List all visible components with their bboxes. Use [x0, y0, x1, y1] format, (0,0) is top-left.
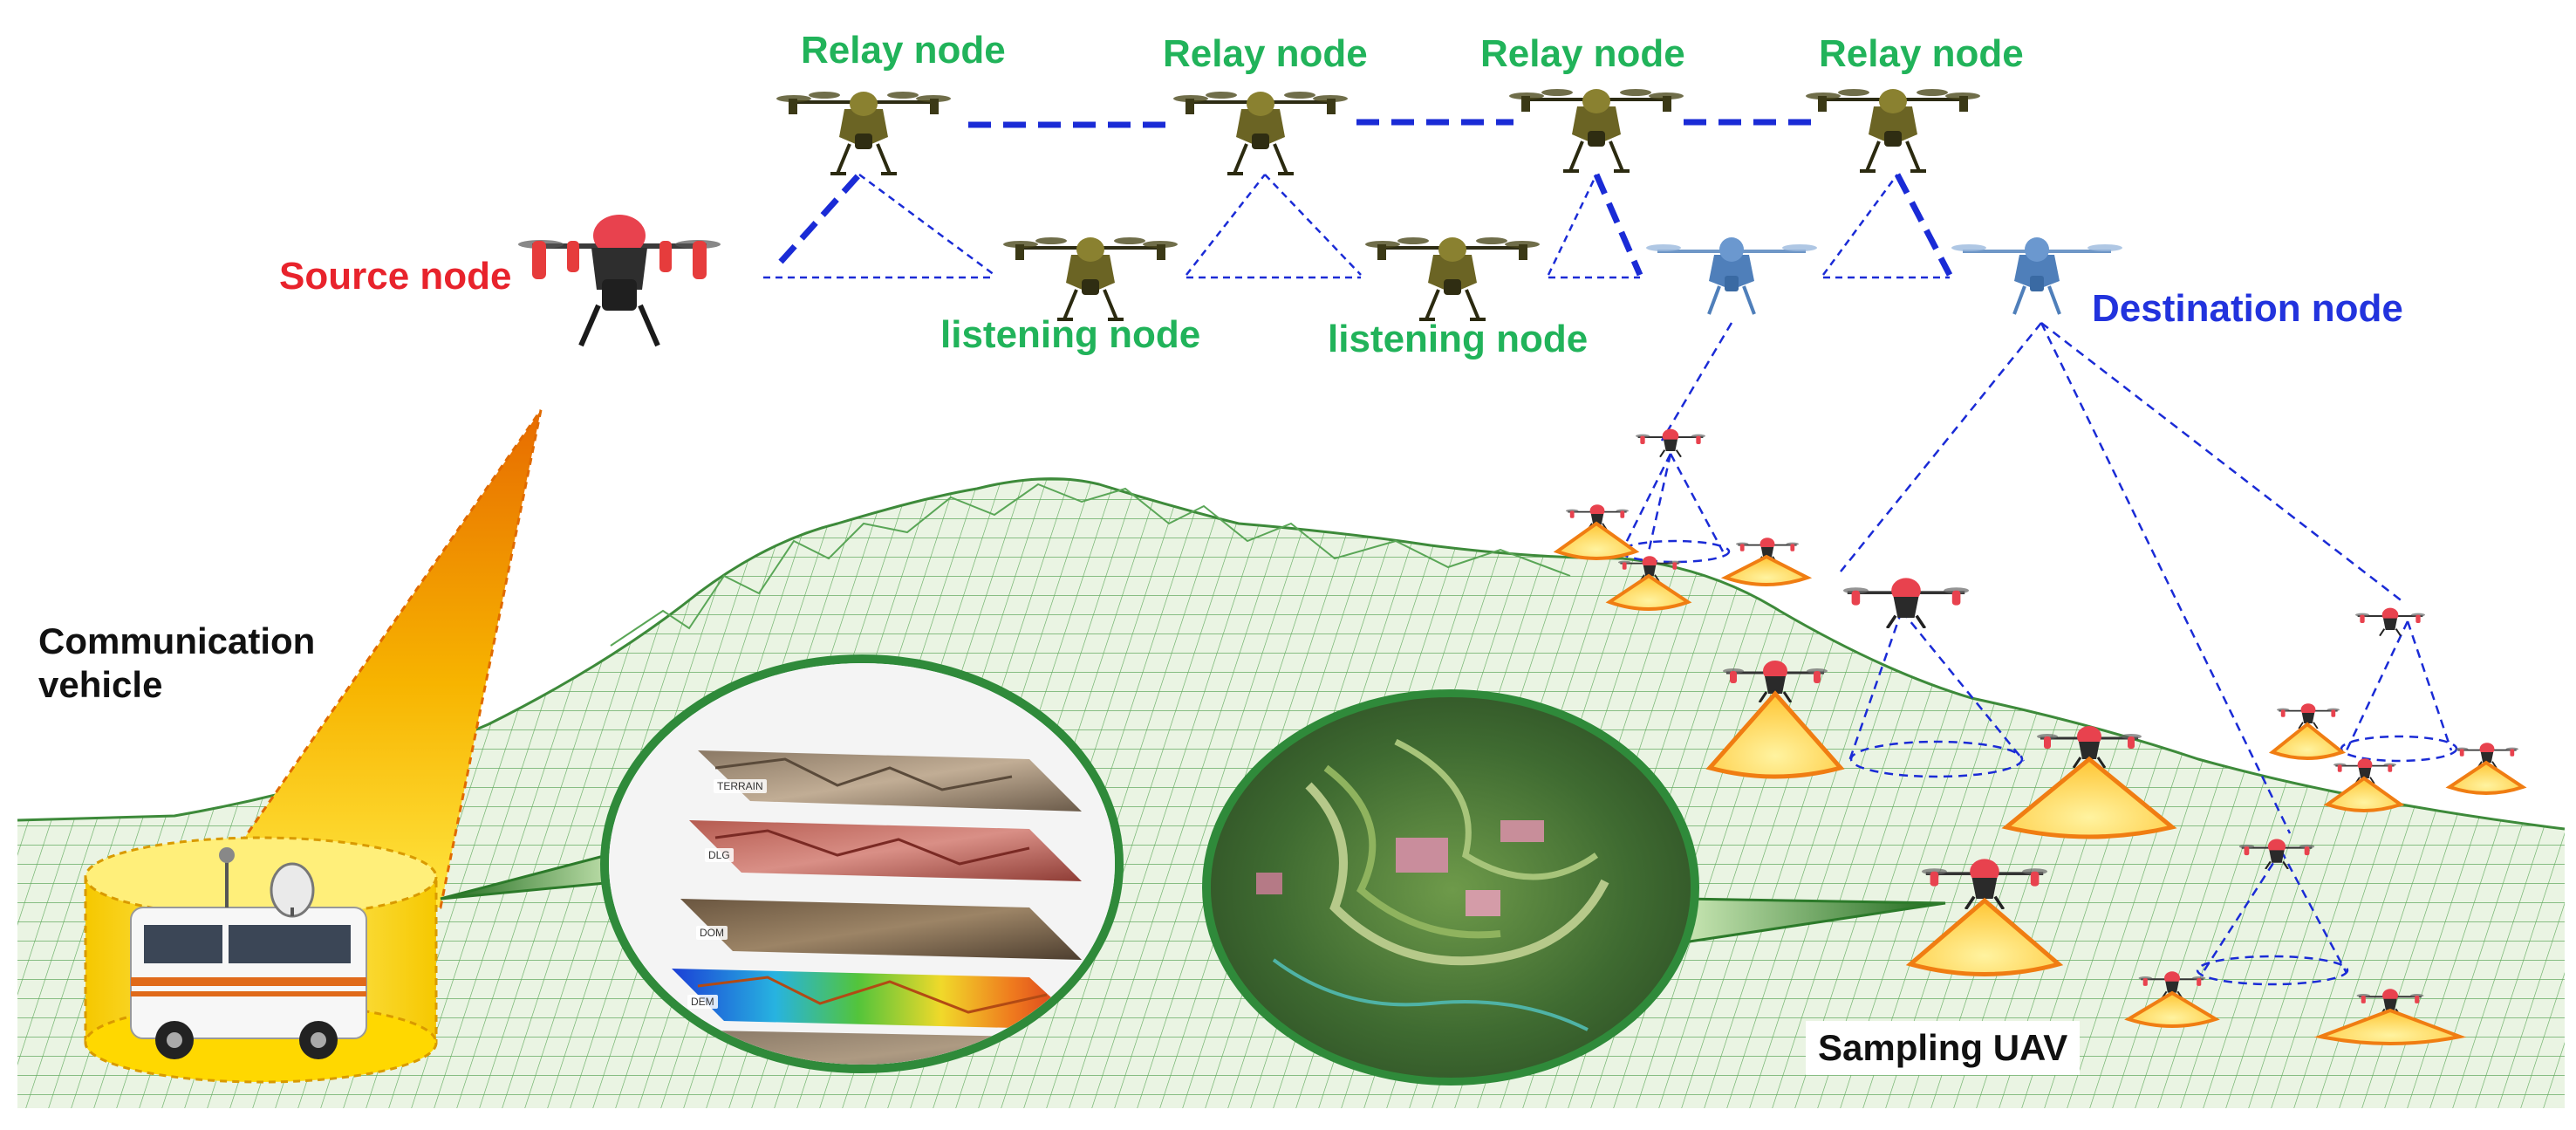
relay-node-label-1: Relay node — [801, 29, 1006, 72]
sampling-links — [1619, 322, 2458, 986]
listening-uav-1 — [1003, 236, 1178, 321]
layer-tag-terrain: TERRAIN — [714, 779, 767, 793]
listening-node-label-2: listening node — [1328, 318, 1589, 360]
map-layers-callout — [440, 654, 1124, 1073]
communication-vehicle — [130, 847, 367, 1059]
sampling-uav-h — [1905, 859, 2064, 976]
source-uav — [518, 215, 721, 346]
sampling-uav-b — [1553, 503, 1640, 560]
sampling-uav-j — [2268, 702, 2347, 760]
sampling-uav-o — [2313, 988, 2467, 1045]
sampling-uav-f — [1705, 659, 1845, 779]
destination-node-label: Destination node — [2092, 287, 2403, 330]
sampling-uav-a — [1636, 428, 1705, 457]
sampling-uav-c — [1605, 555, 1692, 611]
relay-node-label-2: Relay node — [1163, 32, 1368, 75]
sampling-uav-l — [2445, 742, 2527, 795]
sampling-uav-g — [2001, 724, 2177, 839]
relay-uav-1 — [776, 90, 951, 175]
sampling-uav-i — [2355, 606, 2425, 636]
sampling-uav-e — [1843, 578, 1969, 628]
source-node-label: Source node — [279, 255, 512, 298]
destination-uav-1 — [1644, 236, 1819, 316]
layer-tag-dlg: DLG — [705, 848, 734, 862]
relay-uav-4 — [1806, 87, 1980, 173]
communication-vehicle-label-line1: Communication — [38, 620, 316, 661]
sampling-uav-group — [1553, 428, 2527, 1045]
relay-node-label-3: Relay node — [1480, 32, 1685, 75]
communication-vehicle-label: Communication vehicle — [26, 611, 328, 716]
sampling-uav-n — [2124, 970, 2220, 1028]
relay-links — [763, 119, 1953, 279]
listening-uav-2 — [1365, 236, 1540, 321]
sampling-uav-k — [2323, 757, 2405, 812]
communication-vehicle-label-line2: vehicle — [38, 664, 163, 706]
layer-tag-dem: DEM — [687, 995, 718, 1009]
listening-node-label-1: listening node — [940, 313, 1201, 356]
relay-uav-2 — [1173, 90, 1348, 175]
layer-tag-dom: DOM — [696, 926, 728, 940]
sampling-uav-label: Sampling UAV — [1806, 1021, 2081, 1075]
relay-uav-3 — [1509, 87, 1684, 173]
relay-node-label-4: Relay node — [1819, 32, 2024, 75]
satellite-image-callout — [1202, 689, 1946, 1085]
sampling-uav-d — [1720, 537, 1813, 586]
